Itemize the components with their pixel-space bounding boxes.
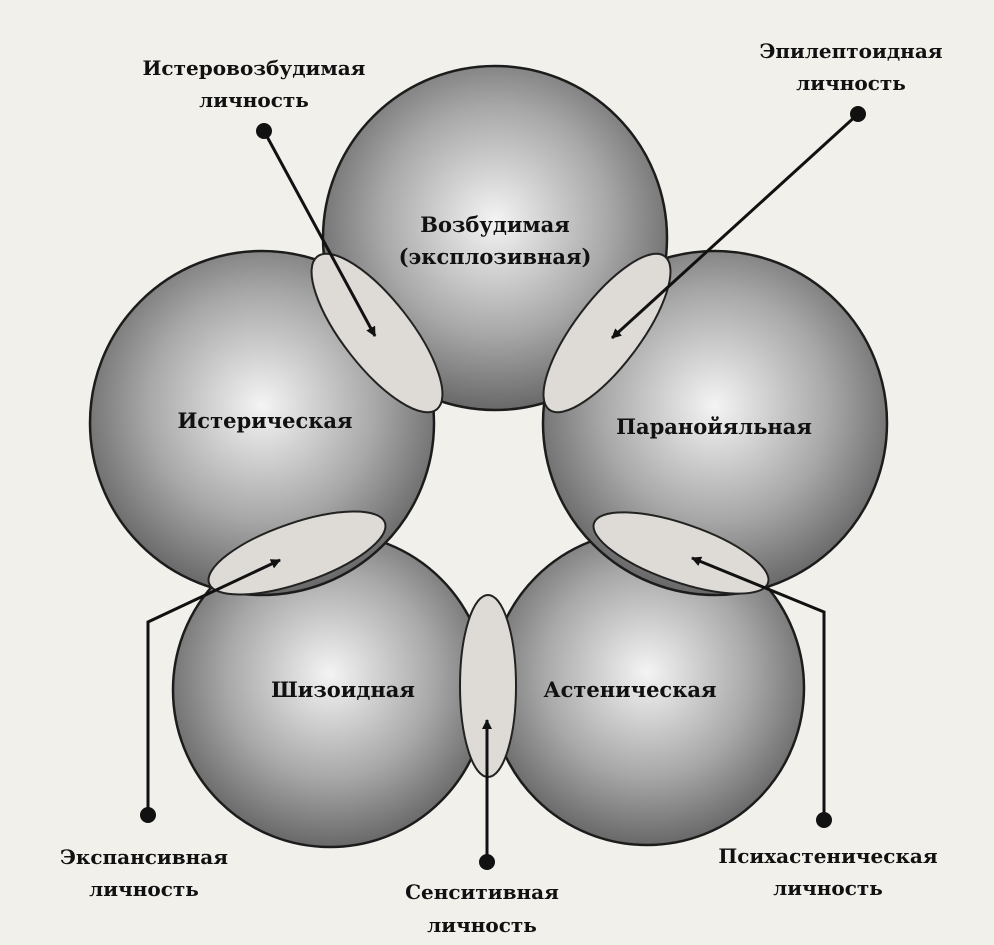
leader-lines [146, 112, 860, 862]
leader-psychasthenic [691, 556, 826, 820]
lens-psychasthenic [592, 511, 770, 595]
label-sensitive-line1: Сенситивная [405, 880, 559, 904]
dot-expansive [140, 807, 156, 823]
leader-epileptoid [610, 112, 860, 340]
dot-epileptoid [850, 106, 866, 122]
label-sensitive-line2: личность [427, 913, 537, 937]
label-hystero-excitable-line1: Истеровозбудимая [143, 56, 366, 80]
label-paranoid: Паранойяльная [616, 414, 812, 439]
leader-hystero-excitable [262, 130, 377, 337]
label-expansive-line2: личность [89, 877, 199, 901]
label-hysterical: Истерическая [177, 408, 352, 433]
label-epileptoid-line1: Эпилептоидная [759, 39, 942, 63]
label-excitable-line1: Возбудимая [420, 212, 570, 237]
dot-sensitive [479, 854, 495, 870]
label-excitable-line2: (эксплозивная) [399, 244, 592, 269]
leader-dots [140, 106, 866, 870]
lens-hystero-excitable [310, 252, 444, 414]
label-expansive-line1: Экспансивная [60, 845, 228, 869]
label-epileptoid-line2: личность [796, 71, 906, 95]
overlap-labels: Истеровозбудимая личность Эпилептоидная … [60, 39, 943, 937]
dot-psychasthenic [816, 812, 832, 828]
dot-hystero-excitable [256, 123, 272, 139]
sphere-labels: Возбудимая (эксплозивная) Истерическая П… [177, 212, 811, 702]
label-schizoid: Шизоидная [271, 677, 415, 702]
label-asthenic: Астеническая [543, 677, 716, 702]
label-psychasthenic-line2: личность [773, 876, 883, 900]
label-psychasthenic-line1: Психастеническая [718, 844, 937, 868]
leader-expansive [146, 558, 281, 815]
lens-epileptoid [542, 252, 672, 414]
label-hystero-excitable-line2: личность [199, 88, 309, 112]
